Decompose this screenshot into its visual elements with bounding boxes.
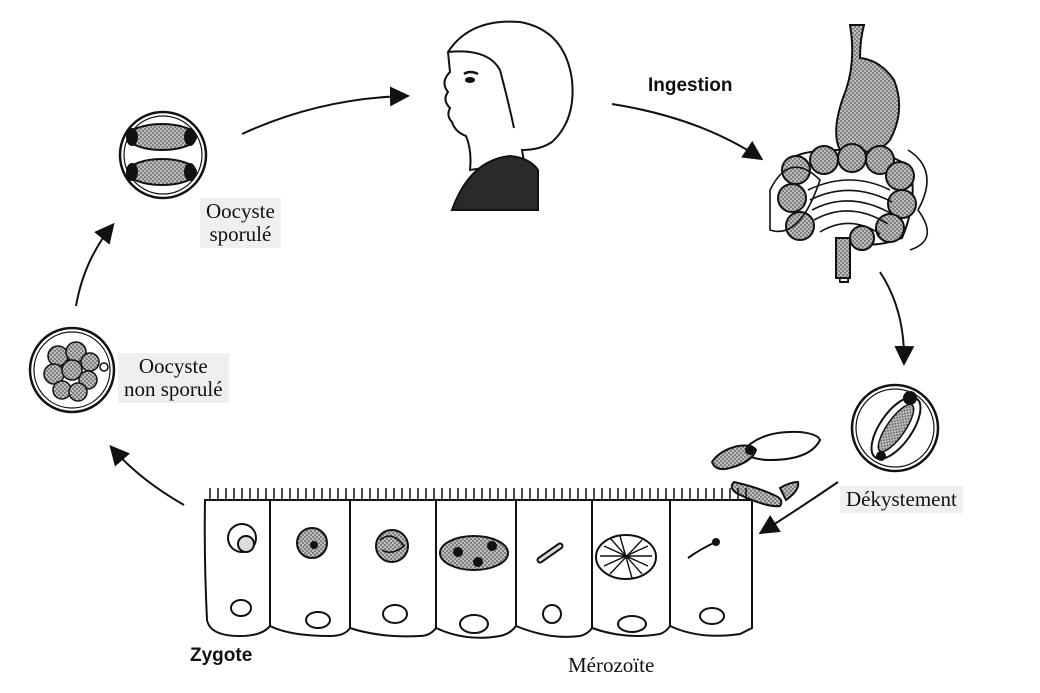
oocyst-excystation-icon: [850, 383, 940, 473]
label-oocyste-non-sporule-line2: non sporulé: [124, 377, 223, 402]
label-ingestion: Ingestion: [648, 75, 733, 96]
digestive-tract-icon: [769, 24, 928, 283]
arrow-oocyst-to-human: [241, 86, 410, 135]
label-oocyste-sporule: Oocyste sporulé: [200, 198, 281, 249]
cycle-arrows: [75, 86, 915, 535]
label-zygote: Zygote: [190, 645, 253, 666]
label-oocyste-non-sporule: Oocyste non sporulé: [118, 353, 229, 404]
arrow-epithelium-to-unsporulated: [109, 444, 185, 506]
human-head-icon: [443, 20, 574, 211]
intestinal-epithelium-icon: [203, 488, 753, 639]
released-sporozoites-icon: [710, 430, 822, 508]
label-oocyste-non-sporule-line1: Oocyste: [138, 354, 208, 378]
unsporulated-oocyst-icon: [28, 326, 116, 414]
sporulated-oocyst-icon: [118, 110, 208, 200]
label-oocyste-sporule-line2: sporulé: [209, 222, 272, 247]
label-merozoite: Mérozoïte: [568, 653, 655, 677]
label-oocyste-sporule-line1: Oocyste: [206, 199, 275, 223]
arrow-unsporulated-to-sporulated: [75, 222, 115, 307]
arrow-dekystement-to-epithelium: [758, 481, 839, 535]
label-dekystement: Dékystement: [840, 486, 963, 514]
arrow-gut-to-dekystement: [879, 271, 915, 366]
arrow-human-to-gut: [611, 103, 764, 161]
